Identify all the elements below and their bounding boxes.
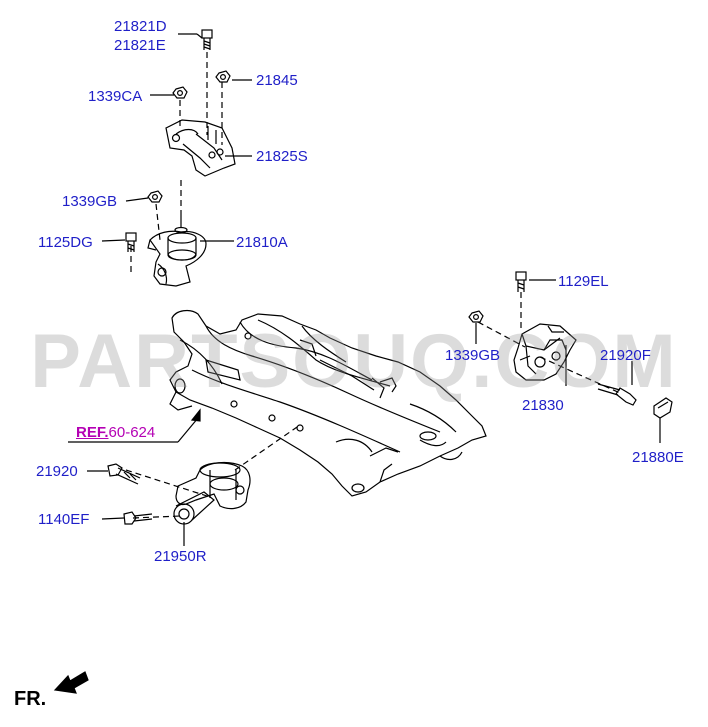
bolt-21920 [107,463,141,485]
bracket-21825S [165,119,236,177]
nut-1339CA [172,86,188,99]
roll-rod-21950R [173,461,251,525]
part-label[interactable]: 1140EF [38,511,90,528]
engine-mount-21810A [147,216,207,287]
part-label[interactable]: 21880E [632,449,684,466]
reference-number: 60-624 [108,424,156,441]
nut-1339GB-left [147,190,163,203]
front-direction-label: FR. [14,688,47,710]
subframe [169,309,487,497]
leader-lines [68,33,661,546]
nut-21845 [215,70,231,83]
part-label[interactable]: 1129EL [558,273,609,290]
part-label[interactable]: 21845 [256,72,298,89]
part-label[interactable]: 21920 [36,463,78,480]
part-label[interactable]: 21920F [600,347,651,364]
bolt-1129EL [515,271,527,292]
bolt-21821 [201,29,213,50]
transaxle-mount-21830 [513,323,577,381]
part-label[interactable]: 21810A [236,234,288,251]
part-label[interactable]: 21825S [256,148,308,165]
part-label[interactable]: 21830 [522,397,564,414]
part-label[interactable]: 21821E [114,37,166,54]
reference-prefix: REF. [76,424,109,441]
part-label[interactable]: 1339CA [88,88,143,105]
reference-link[interactable]: REF.60-624 [76,424,155,441]
part-label[interactable]: 1339GB [445,347,501,364]
part-label[interactable]: 1339GB [62,193,118,210]
part-label[interactable]: 1125DG [38,234,93,251]
clip-21880E [653,397,673,419]
nut-1339GB-right [468,310,484,323]
part-label[interactable]: 21950R [154,548,207,565]
bolt-21920F [597,383,637,406]
bolt-1125DG [125,232,137,252]
front-direction-arrow [53,671,89,694]
bolt-1140EF [123,511,153,525]
part-label[interactable]: 21821D [114,18,167,35]
